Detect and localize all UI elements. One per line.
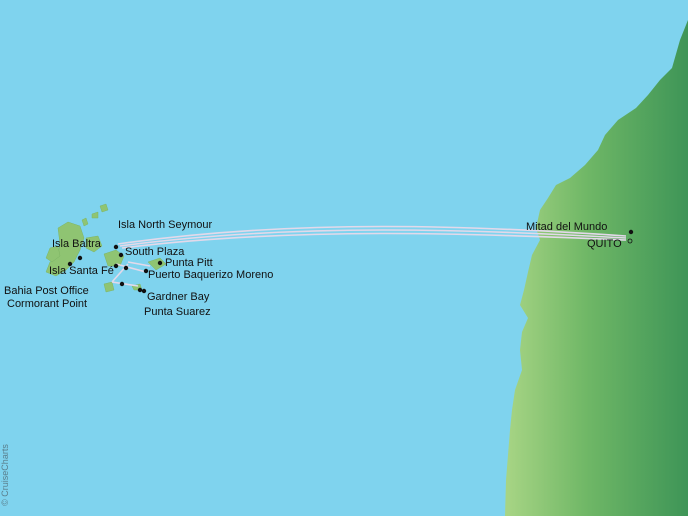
marker-puerto-2 xyxy=(123,265,129,271)
label-isla-santa-fe[interactable]: Isla Santa Fé xyxy=(49,265,114,277)
route-line xyxy=(115,263,147,273)
marker-isla-santa-fe xyxy=(113,263,119,269)
label-isla-baltra[interactable]: Isla Baltra xyxy=(52,238,101,250)
credit-text: © CruiseCharts xyxy=(0,444,10,506)
marker-cormorant-point xyxy=(119,281,125,287)
route-line xyxy=(127,261,151,267)
marker-quito xyxy=(627,238,633,244)
galapagos-islands xyxy=(45,203,167,293)
isla-santa-cruz xyxy=(103,249,125,267)
route-line xyxy=(119,229,627,247)
label-south-plaza[interactable]: South Plaza xyxy=(125,246,185,258)
marker-mitad-del-mundo xyxy=(628,229,634,235)
marker-punta-pitt xyxy=(157,260,163,266)
marker-isla-baltra xyxy=(77,255,83,261)
label-punta-suarez[interactable]: Punta Suarez xyxy=(144,306,211,318)
label-quito[interactable]: QUITO xyxy=(587,238,622,250)
marker-isla-north-seymour xyxy=(113,244,119,250)
route-line xyxy=(117,225,627,245)
label-puerto-baquerizo-moreno[interactable]: Puerto Baquerizo Moreno xyxy=(148,269,274,281)
route-line xyxy=(111,281,139,287)
isla-fernandina xyxy=(45,245,61,263)
marker-punta-suarez xyxy=(141,288,147,294)
marker-south-plaza xyxy=(118,252,124,258)
label-bahia-post-office[interactable]: Bahia Post Office xyxy=(4,285,89,297)
label-mitad-del-mundo[interactable]: Mitad del Mundo xyxy=(526,221,608,233)
mainland-south-america xyxy=(505,0,688,516)
cruise-routes xyxy=(111,225,627,287)
isla-marchena xyxy=(91,211,99,219)
label-gardner-bay[interactable]: Gardner Bay xyxy=(147,291,210,303)
marker-gardner-bay xyxy=(137,287,143,293)
port-markers xyxy=(67,229,634,294)
marker-isla-santa-fe-2 xyxy=(67,261,73,267)
marker-puerto-baquerizo-moreno xyxy=(143,268,149,274)
label-punta-pitt[interactable]: Punta Pitt xyxy=(165,257,213,269)
label-isla-north-seymour[interactable]: Isla North Seymour xyxy=(118,219,213,231)
isla-pinta xyxy=(81,217,89,227)
route-line xyxy=(121,232,627,249)
isla-san-cristobal xyxy=(147,257,167,271)
isla-santiago xyxy=(85,235,103,253)
label-cormorant-point[interactable]: Cormorant Point xyxy=(7,298,88,310)
isla-genovesa xyxy=(99,203,109,213)
isla-floreana xyxy=(103,281,115,293)
